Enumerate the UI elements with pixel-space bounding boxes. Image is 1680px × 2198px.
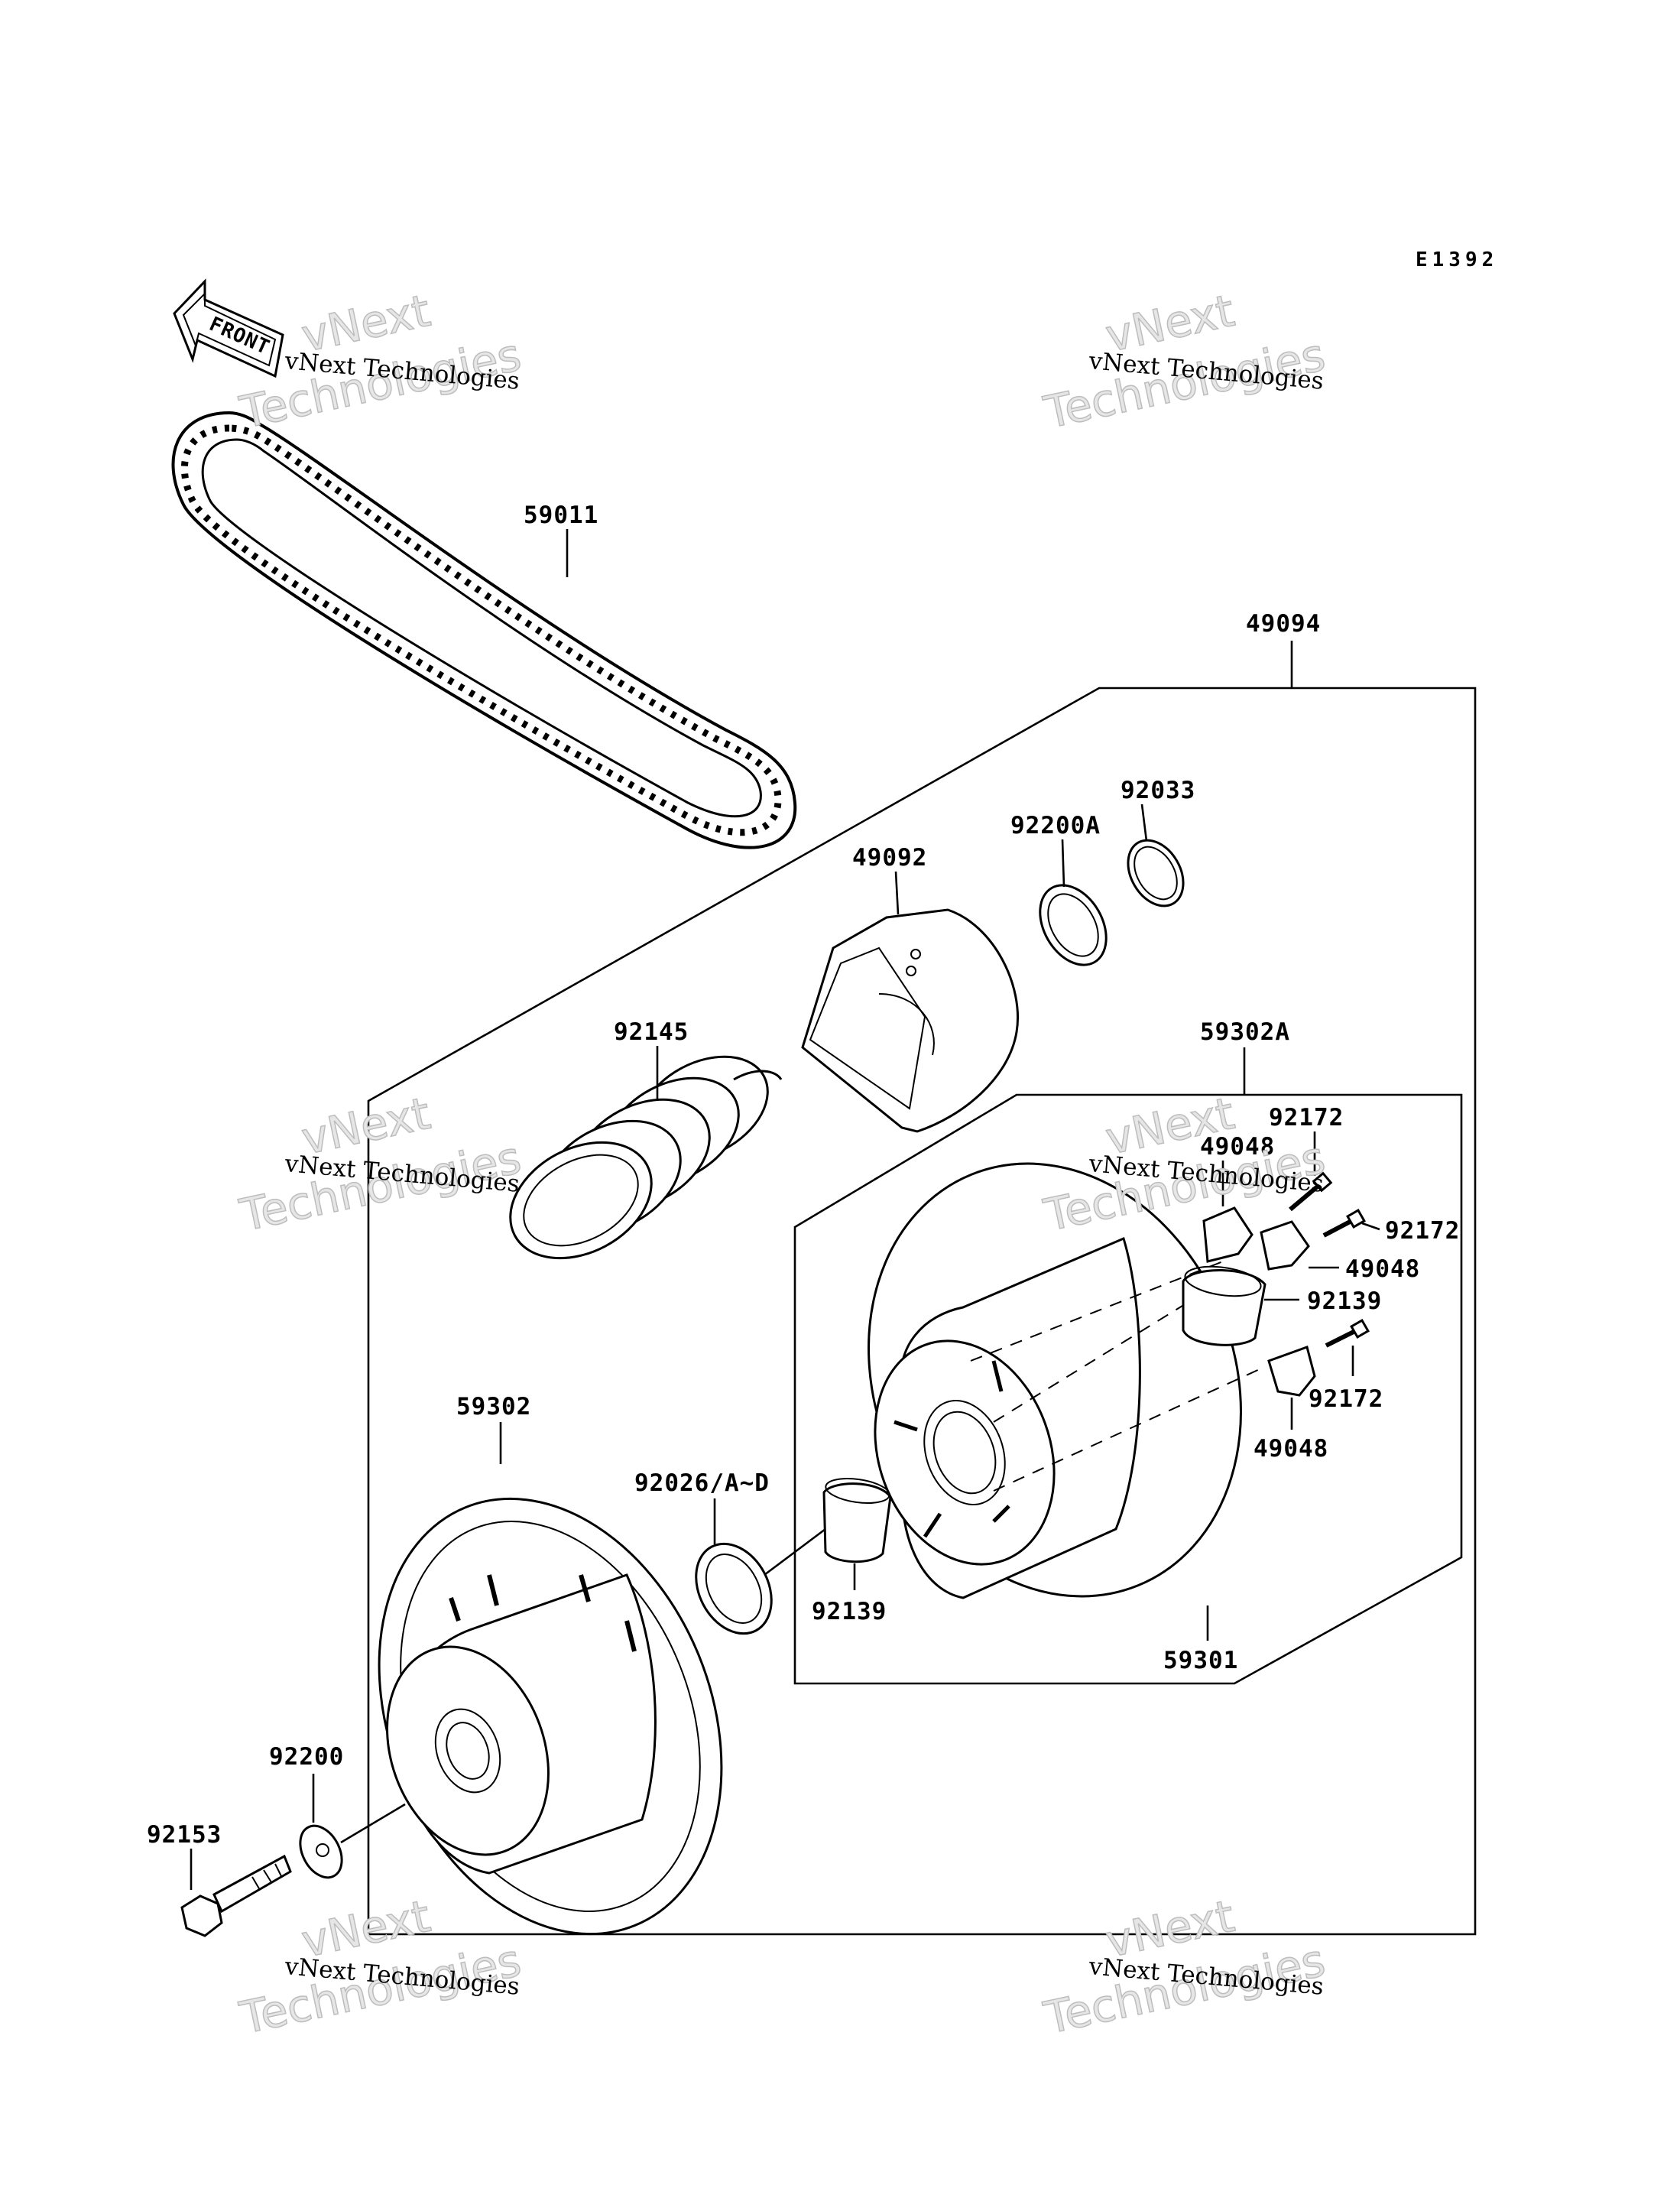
label-92172-b: 92172 (1385, 1217, 1460, 1245)
watermark-bottom-left: vNext Technologies vNext Technologies (235, 1889, 526, 2044)
label-92200A: 92200A (1010, 812, 1101, 839)
watermark-top-left: vNext Technologies vNext Technologies (235, 284, 526, 439)
slider-b-icon (1260, 1220, 1310, 1271)
screw-a-icon (1289, 1171, 1333, 1212)
label-92145: 92145 (614, 1018, 689, 1046)
watermark-bottom-right: vNext Technologies vNext Technologies (1039, 1889, 1330, 2044)
label-59011: 59011 (524, 502, 598, 529)
label-59302: 59302 (456, 1393, 531, 1420)
diagram-code: E1392 (1416, 248, 1498, 271)
label-49048-b: 49048 (1345, 1255, 1420, 1283)
label-92172-a: 92172 (1269, 1104, 1344, 1131)
label-92153: 92153 (147, 1821, 222, 1849)
screw-b-icon (1322, 1209, 1366, 1238)
bushing-a-icon (1182, 1265, 1266, 1346)
label-92172-c: 92172 (1309, 1385, 1383, 1413)
label-92026: 92026/A~D (634, 1469, 770, 1497)
label-49092: 49092 (852, 844, 927, 872)
slider-a-icon (1202, 1206, 1254, 1263)
label-49094: 49094 (1246, 610, 1321, 638)
bolt-icon (180, 1854, 292, 1937)
watermark-mid-left: vNext Technologies vNext Technologies (235, 1086, 526, 1242)
slider-c-icon (1267, 1346, 1316, 1397)
circlip-icon (1127, 839, 1185, 907)
front-arrow-icon: FRONT (173, 278, 284, 378)
label-92139-b: 92139 (812, 1598, 887, 1625)
spring-icon (509, 1055, 783, 1260)
label-49048-c: 49048 (1254, 1435, 1328, 1463)
label-92139-a: 92139 (1307, 1287, 1382, 1315)
cam-icon (801, 908, 1019, 1133)
sheave-icon (868, 1162, 1242, 1599)
fixed-sheave-icon (378, 1497, 723, 1936)
shim-icon (695, 1542, 773, 1635)
label-59301: 59301 (1163, 1647, 1238, 1674)
washer-92200A-icon (1039, 884, 1108, 966)
label-92200: 92200 (269, 1743, 344, 1771)
label-59302A: 59302A (1200, 1018, 1290, 1046)
screw-c-icon (1325, 1319, 1370, 1348)
washer-92200-icon (299, 1824, 343, 1879)
watermark-top-right: vNext Technologies vNext Technologies (1039, 284, 1330, 439)
label-49048-a: 49048 (1200, 1133, 1275, 1161)
drive-belt-icon (171, 411, 797, 849)
label-92033: 92033 (1121, 777, 1195, 804)
bushing-b-icon (822, 1478, 892, 1563)
